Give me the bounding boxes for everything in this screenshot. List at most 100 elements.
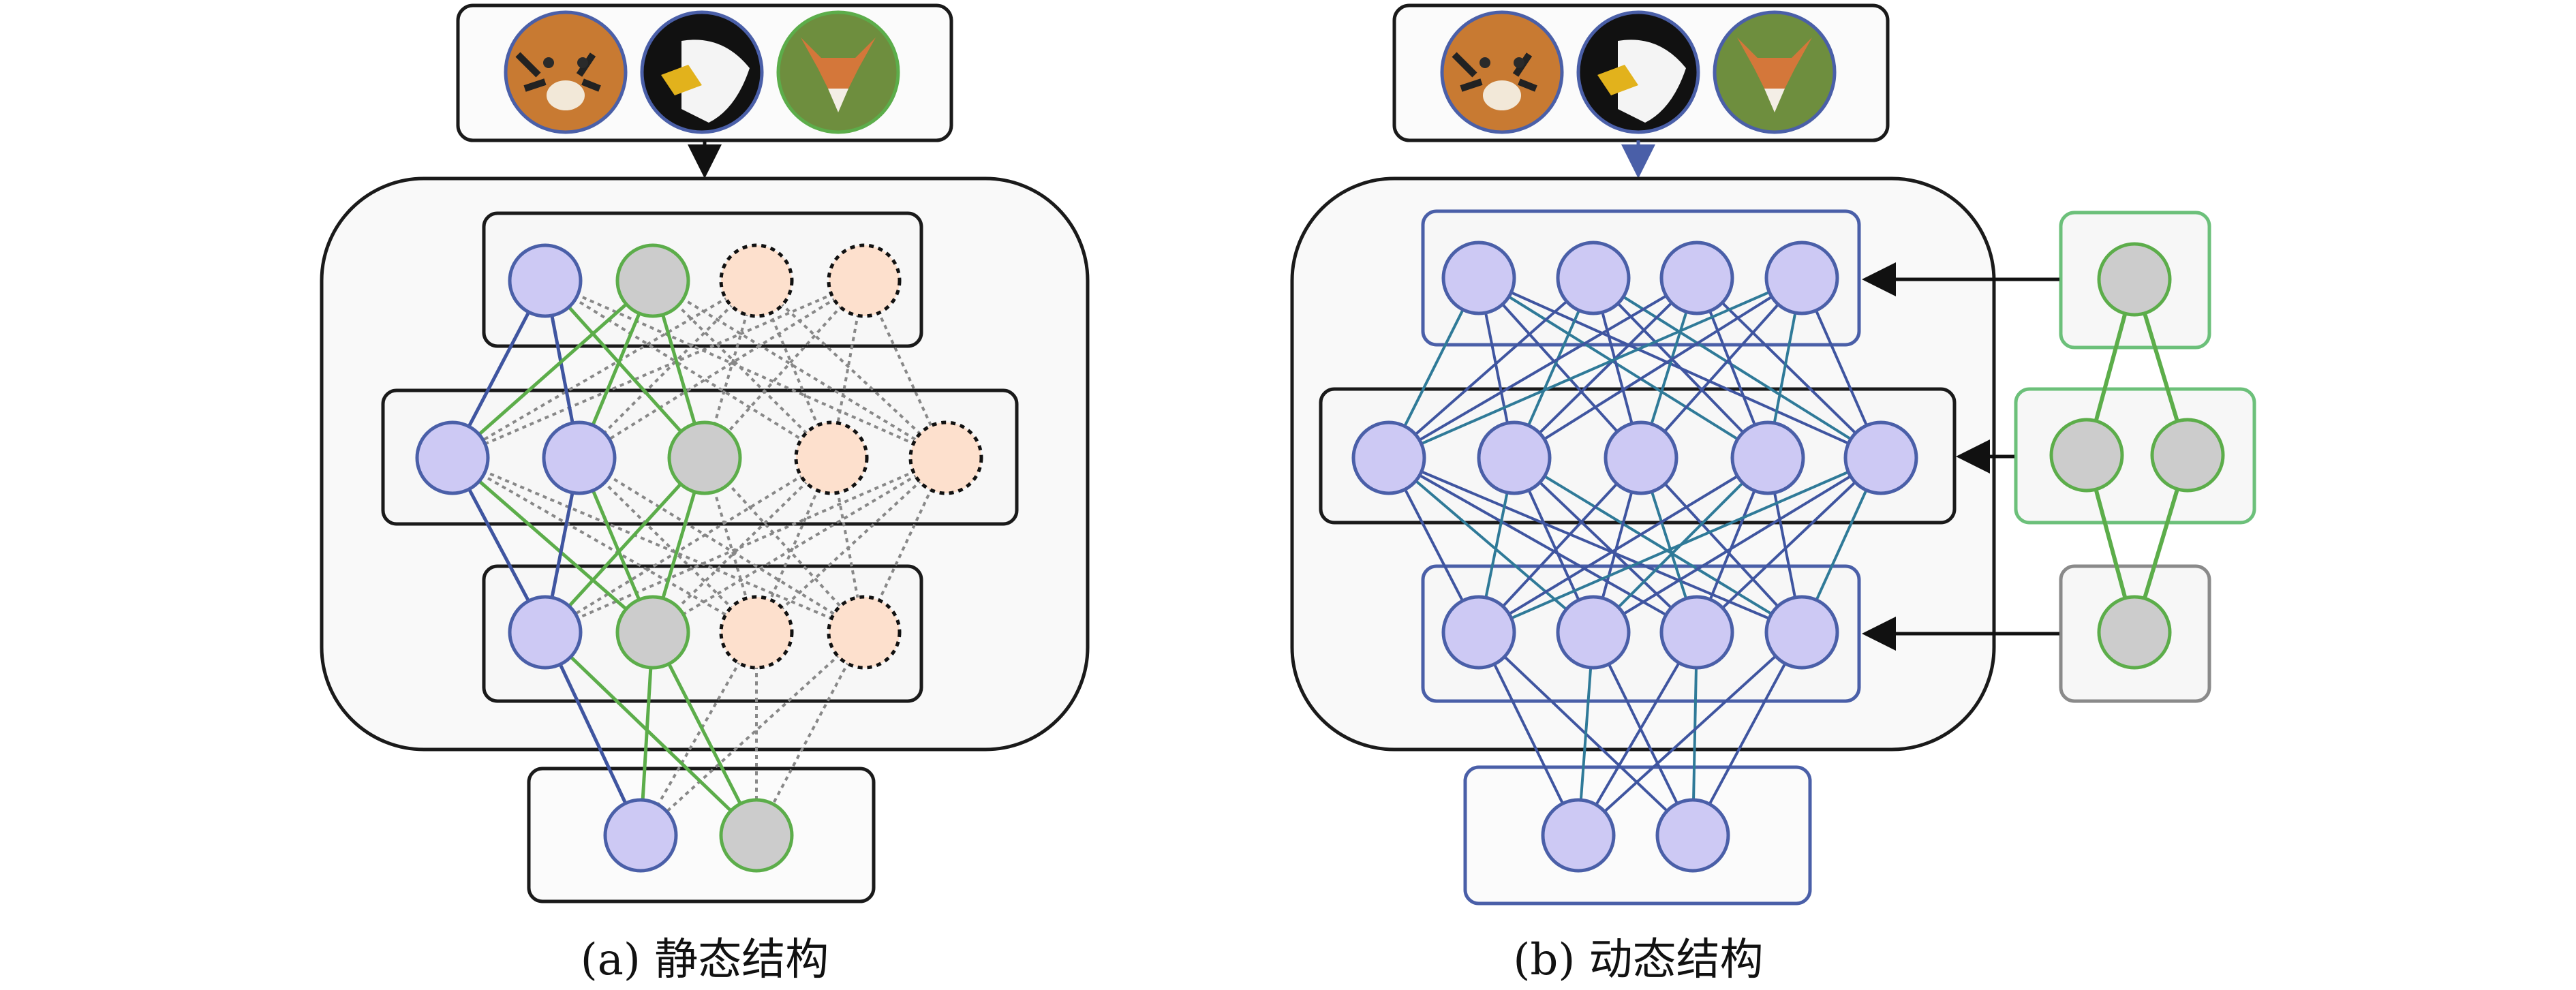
gated-edge — [451, 457, 654, 634]
neuron-node — [827, 243, 902, 318]
dotted-edge — [639, 632, 758, 836]
dotted-edge — [451, 279, 758, 459]
dynamic-edge — [1477, 632, 1580, 836]
gate-node — [2097, 242, 2172, 317]
dotted-edge — [651, 279, 833, 459]
neuron-node — [1556, 595, 1631, 670]
neuron-node — [1659, 595, 1734, 670]
dotted-edge — [578, 279, 865, 459]
neuron-node — [827, 595, 902, 670]
neuron-node — [1441, 241, 1516, 315]
panel-b-output-module — [1463, 765, 1812, 906]
neuron-node — [1351, 420, 1426, 495]
gated-edge — [451, 279, 654, 459]
neuron-node — [1843, 420, 1918, 495]
dynamic-edge — [1592, 632, 1694, 836]
dynamic-edge — [1577, 631, 1803, 837]
tiger-photo — [504, 10, 628, 134]
neuron-node — [1730, 420, 1805, 495]
panel-a-caption: (a) 静态结构 — [581, 935, 829, 985]
neuron-node — [1604, 420, 1678, 495]
dynamic-edge — [1592, 277, 1769, 459]
neuron-node — [1764, 241, 1839, 315]
dynamic-edge — [1640, 277, 1803, 459]
dotted-edge — [544, 279, 833, 459]
dynamic-edge — [1696, 457, 1882, 634]
dotted-edge — [755, 279, 947, 459]
dynamic-edge — [1387, 277, 1595, 459]
panel-a-output-module — [527, 767, 876, 903]
dynamic-edge — [1477, 277, 1769, 459]
dynamic-edge — [1513, 457, 1803, 634]
dynamic-edge — [1696, 277, 1882, 459]
dotted-edge — [452, 279, 865, 459]
dotted-edge — [703, 457, 865, 634]
dynamic-edge — [1387, 457, 1595, 634]
gate-node — [2049, 418, 2124, 493]
neuron-node — [667, 420, 742, 495]
dynamic-edge — [1691, 632, 1803, 836]
panel-a-nodes — [415, 243, 983, 873]
dynamic-edge — [1388, 457, 1803, 634]
dotted-edge — [703, 457, 758, 633]
dynamic-edge — [1513, 277, 1698, 459]
dynamic-edge — [1388, 277, 1803, 459]
dynamic-edge — [1477, 277, 1642, 459]
neuron-node — [508, 243, 583, 318]
gated-edge — [544, 279, 706, 459]
neuron-node — [1441, 595, 1516, 670]
dotted-edge — [703, 280, 758, 459]
dotted-edge — [452, 457, 865, 634]
neuron-node — [719, 243, 794, 318]
fox-photo — [1713, 10, 1837, 134]
panel-b-nodes — [1351, 241, 1918, 873]
dynamic-edge — [1478, 457, 1882, 634]
neuron-node — [508, 595, 583, 670]
output-node — [719, 798, 794, 873]
dynamic-edge — [1592, 457, 1882, 634]
dotted-edge — [578, 457, 865, 634]
gate-node — [2150, 418, 2225, 493]
dotted-edge — [452, 457, 757, 634]
active-edge — [543, 631, 643, 837]
eagle-photo — [1576, 10, 1700, 134]
neuron-node — [415, 420, 490, 495]
fox-photo — [776, 10, 900, 134]
neuron-node — [1659, 241, 1734, 315]
output-node — [1655, 798, 1730, 873]
gated-edge — [651, 631, 758, 837]
dotted-edge — [544, 457, 833, 634]
dynamic-edge — [1577, 631, 1698, 837]
dynamic-edge — [1477, 457, 1642, 634]
dynamic-edge — [1640, 457, 1803, 634]
dynamic-edge — [1477, 457, 1769, 634]
dotted-edge — [639, 631, 865, 837]
neuron-node — [615, 595, 690, 670]
neuron-node — [794, 420, 869, 495]
dynamic-edge — [1592, 277, 1882, 459]
dotted-edge — [578, 279, 758, 459]
panel-b-dynamic-structure: (b) 动态结构 — [1290, 3, 2256, 985]
dotted-edge — [755, 632, 865, 836]
dynamic-edge — [1388, 457, 1698, 634]
dynamic-edge — [1513, 277, 1803, 459]
panel-b-caption: (b) 动态结构 — [1513, 935, 1763, 985]
neuron-node — [615, 243, 690, 318]
panel-a-static-structure: (a) 静态结构 — [320, 3, 1090, 985]
gate-node — [2097, 595, 2172, 670]
neuron-node — [1764, 595, 1839, 670]
neuron-node — [1477, 420, 1552, 495]
dynamic-edge — [1387, 277, 1698, 459]
dynamic-edge — [1513, 457, 1698, 634]
neuron-node — [542, 420, 617, 495]
output-node — [603, 798, 678, 873]
dotted-edge — [578, 457, 758, 634]
neuron-node — [908, 420, 983, 495]
output-node — [1541, 798, 1616, 873]
gated-edge — [544, 631, 758, 837]
gated-edge — [544, 457, 706, 634]
eagle-photo — [640, 10, 764, 134]
neuron-node — [719, 595, 794, 670]
neuron-node — [1556, 241, 1631, 315]
